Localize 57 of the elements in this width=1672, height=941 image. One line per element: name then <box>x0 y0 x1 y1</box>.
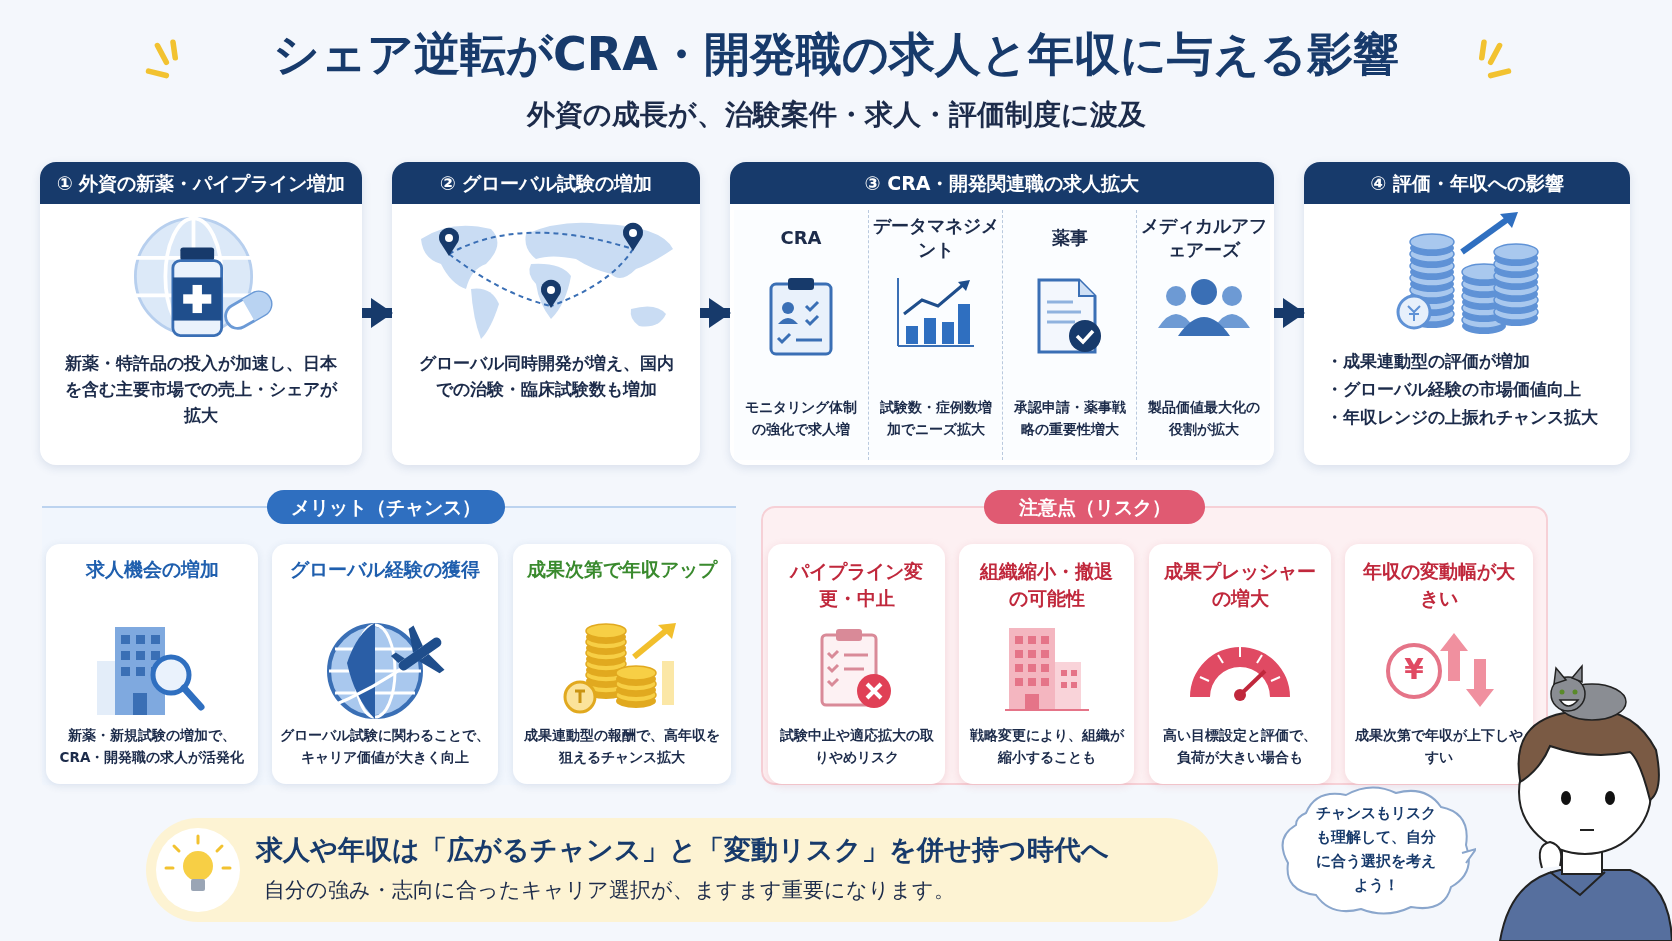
yen-sign: ¥ <box>1403 653 1425 687</box>
step-card <box>40 162 362 465</box>
title: シェア逆転がCRA・開発職の求人と年収に与える影響 <box>273 26 1399 83</box>
card-title: 年収の変動幅が大きい <box>1362 559 1516 611</box>
column-text: モニタリング体制の強化で求人増 <box>744 398 858 439</box>
merit-card <box>513 544 731 784</box>
column-text: 試験数・症例数増加でニーズ拡大 <box>879 398 993 439</box>
card-text: 新薬・特許品の投入が加速し、日本を含む主要市場での売上・シェアが拡大 <box>64 352 339 427</box>
risk-card <box>1345 544 1533 784</box>
column-heading: メディカルアフェアーズ <box>1141 214 1267 262</box>
arrow <box>362 298 393 328</box>
card-title: 成果プレッシャーの増大 <box>1163 559 1317 611</box>
job-column <box>734 210 868 460</box>
column-text: 承認申請・薬事戦略の重要性増大 <box>1013 398 1127 439</box>
card-title: グローバル経験の獲得 <box>289 557 481 582</box>
bubble-text: チャンスもリスクも理解して、自分に合う選択を考えよう！ <box>1315 804 1437 895</box>
card-header: ④ 評価・年収への影響 <box>1304 162 1630 204</box>
column-heading: データマネジメント <box>873 214 999 262</box>
step-card <box>730 162 1274 465</box>
bullet-item: ・年収レンジの上振れチャンス拡大 <box>1326 406 1598 429</box>
bullet-item: ・成果連動型の評価が増加 <box>1326 350 1530 373</box>
card-title: パイプライン変更・中止 <box>788 559 924 611</box>
job-column <box>868 210 1002 460</box>
step-card <box>392 162 700 465</box>
column-text: 製品価値最大化の役割が拡大 <box>1147 398 1261 439</box>
risk-card <box>959 544 1134 784</box>
bullet-item: ・グローバル経験の市場価値向上 <box>1326 378 1581 401</box>
column-heading: 薬事 <box>1051 226 1089 250</box>
card-text: 成果次第で年収が上下しやすい <box>1354 726 1524 767</box>
column-heading: CRA <box>779 226 823 250</box>
card-text: 新薬・新規試験の増加で、CRA・開発職の求人が活発化 <box>58 726 246 767</box>
card-header: ② グローバル試験の増加 <box>392 162 700 204</box>
arrow <box>700 298 731 328</box>
card-text: 試験中止や適応拡大の取りやめリスク <box>778 726 935 767</box>
card-text: 成果連動型の報酬で、高年収を狙えるチャンス拡大 <box>523 726 721 767</box>
card-title: 求人機会の増加 <box>84 557 220 582</box>
job-column <box>1136 210 1270 460</box>
card-text: 高い目標設定と評価で、負荷が大きい場合も <box>1162 726 1318 767</box>
card-title: 組織縮小・撤退の可能性 <box>978 559 1114 611</box>
step-card <box>1304 162 1630 465</box>
card-text: 戦略変更により、組織が縮小することも <box>968 726 1126 767</box>
card-title: 成果次第で年収アップ <box>526 557 719 582</box>
banner-headline: 求人や年収は「広がるチャンス」と「変動リスク」を併せ持つ時代へ <box>256 833 1109 867</box>
card-text: グローバル同時開発が増え、国内での治験・臨床試験数も増加 <box>417 352 675 401</box>
risk-card <box>768 544 945 784</box>
section-pill: 注意点（リスク） <box>984 490 1205 524</box>
job-column <box>1002 210 1136 460</box>
card-text: グローバル試験に関わることで、キャリア価値が大きく向上 <box>280 726 490 767</box>
arrow <box>1274 298 1305 328</box>
merit-card <box>272 544 498 784</box>
section-pill: メリット（チャンス） <box>267 490 505 524</box>
subtitle: 外資の成長が、治験案件・求人・評価制度に波及 <box>526 97 1146 133</box>
card-header: ③ CRA・開発関連職の求人拡大 <box>730 162 1274 204</box>
banner-text: 自分の強み・志向に合ったキャリア選択が、ますます重要になります。 <box>264 877 955 904</box>
merit-card <box>46 544 258 784</box>
card-header: ① 外資の新薬・パイプライン増加 <box>40 162 362 204</box>
risk-card <box>1149 544 1331 784</box>
